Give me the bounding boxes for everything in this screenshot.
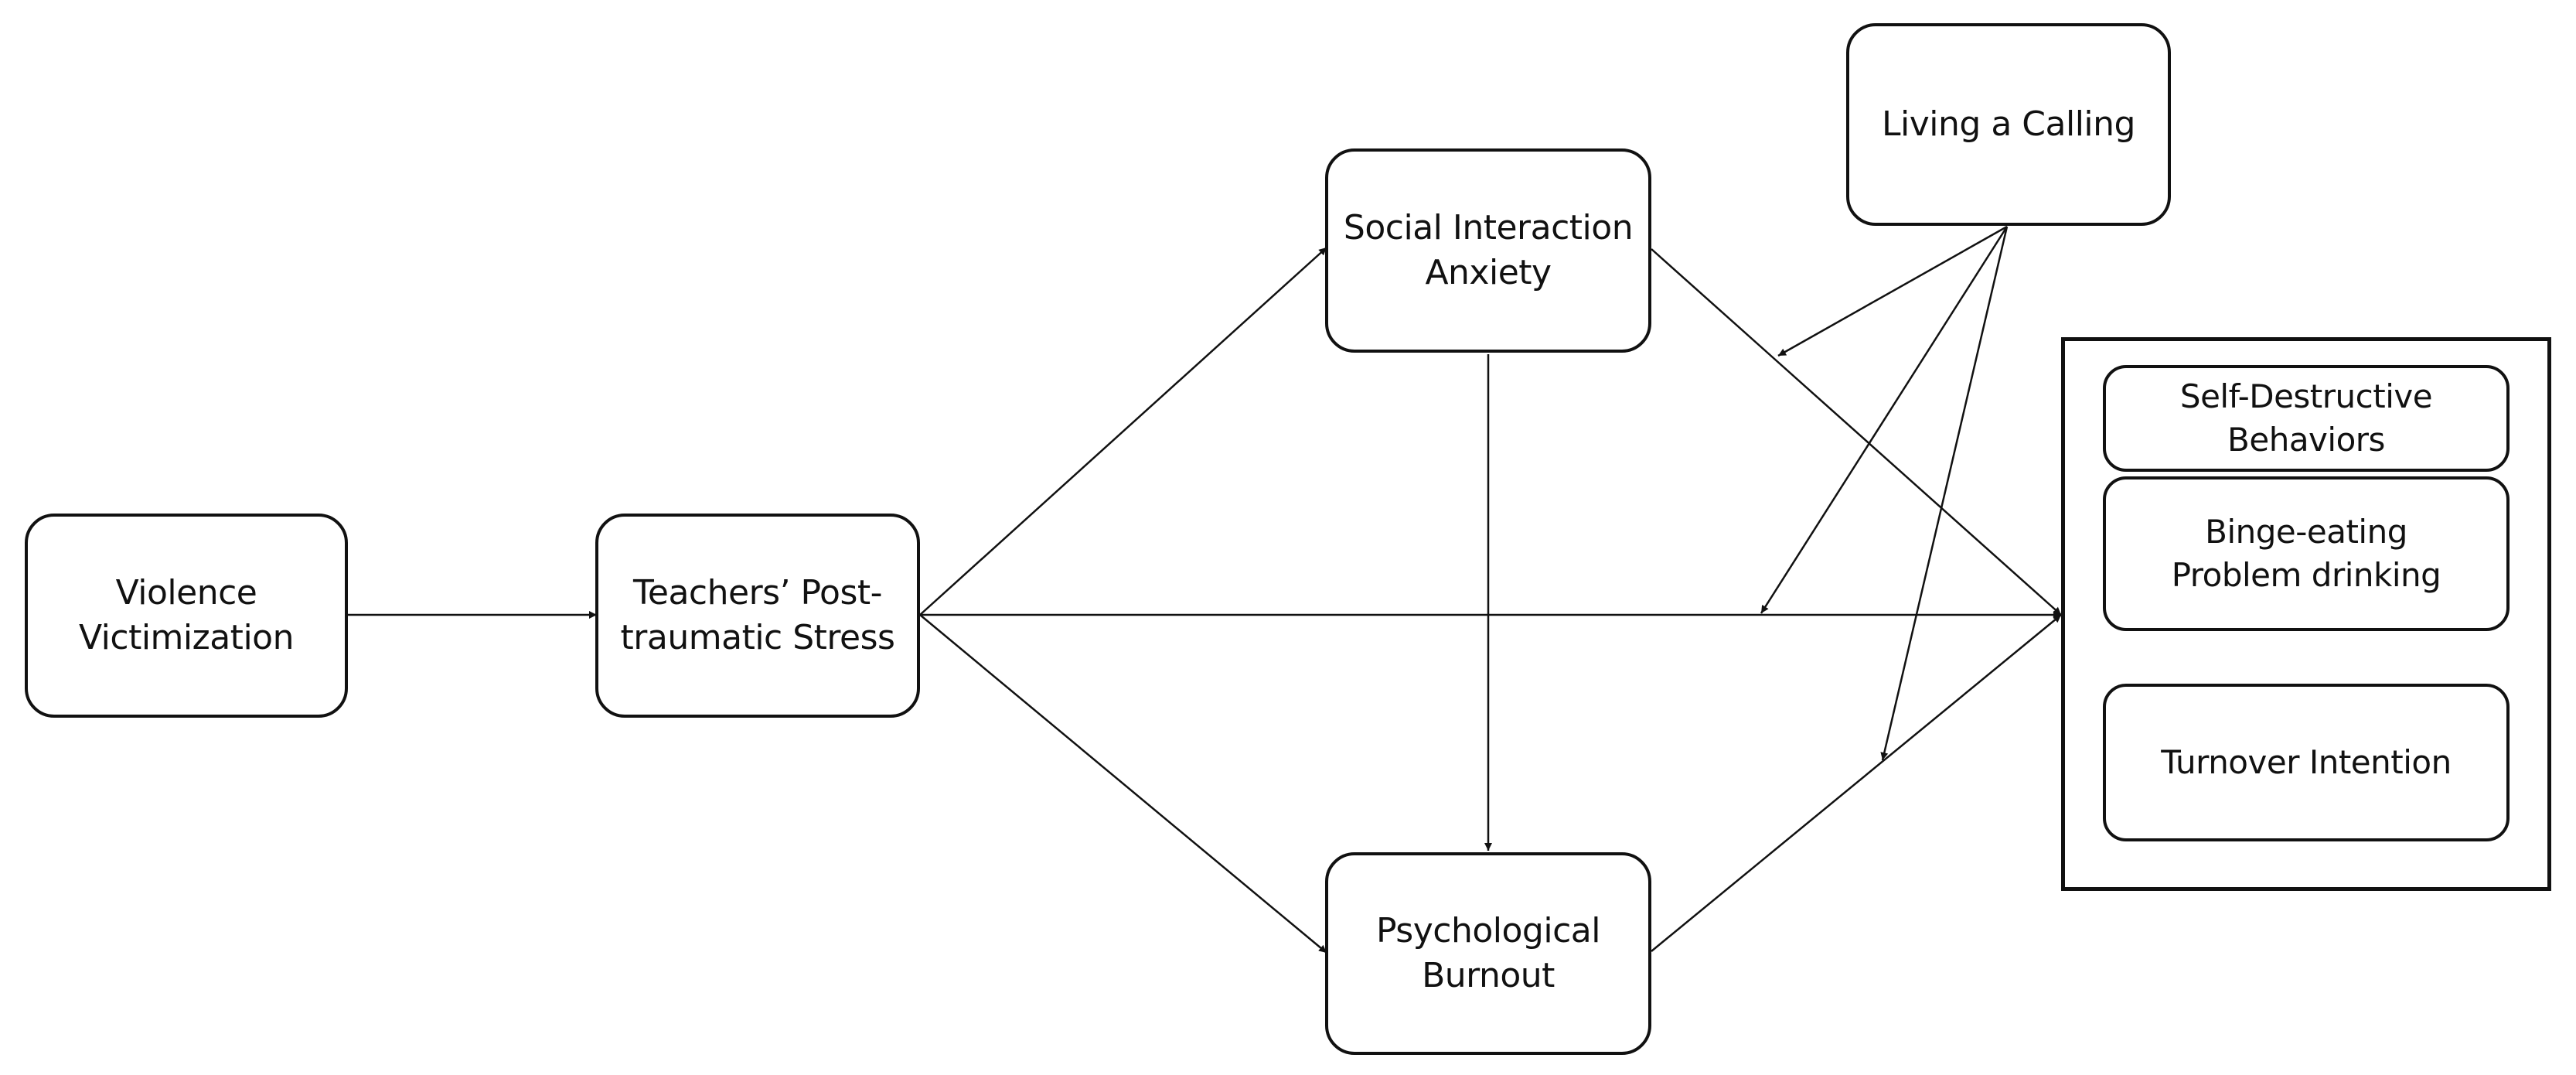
node-binge-problem-drinking: Binge-eating Problem drinking xyxy=(2103,476,2510,631)
node-violence-victimization-line1: Violence xyxy=(115,573,257,613)
node-self-destructive-line1: Self-Destructive xyxy=(2179,377,2433,415)
arrow-burnout-to-outcomes xyxy=(1651,614,2062,952)
node-living-a-calling: Living a Calling xyxy=(1846,23,2171,226)
arrow-calling-to-pts-path xyxy=(1760,226,2009,614)
node-violence-victimization: Violence Victimization xyxy=(25,514,348,718)
outcomes-group xyxy=(2061,337,2551,891)
arrow-calling-to-anxiety-path xyxy=(1777,225,2008,357)
arrow-pts-to-burnout xyxy=(919,614,1327,954)
node-self-destructive-line2: Behaviors xyxy=(2227,421,2385,459)
node-psychological-burnout-line1: Psychological xyxy=(1376,911,1600,950)
arrow-anxiety-to-outcomes xyxy=(1651,248,2062,616)
node-social-interaction-anxiety: Social Interaction Anxiety xyxy=(1325,148,1651,353)
node-social-interaction-anxiety-line2: Anxiety xyxy=(1425,253,1552,292)
node-psychological-burnout-line2: Burnout xyxy=(1422,956,1555,995)
node-self-destructive-behaviors: Self-Destructive Behaviors xyxy=(2103,365,2510,472)
node-violence-victimization-line2: Victimization xyxy=(79,618,294,657)
node-turnover-intention-line1: Turnover Intention xyxy=(2161,743,2452,781)
node-problem-drinking-line2: Problem drinking xyxy=(2171,556,2441,594)
node-teachers-pts: Teachers’ Post- traumatic Stress xyxy=(595,514,920,718)
node-turnover-intention: Turnover Intention xyxy=(2103,684,2510,841)
arrow-calling-to-burnout-path xyxy=(1880,226,2009,761)
node-binge-eating-line1: Binge-eating xyxy=(2205,513,2407,551)
arrow-pts-to-anxiety xyxy=(919,247,1327,616)
node-teachers-pts-line2: traumatic Stress xyxy=(620,618,895,657)
node-social-interaction-anxiety-line1: Social Interaction xyxy=(1343,208,1634,247)
node-teachers-pts-line1: Teachers’ Post- xyxy=(632,573,883,613)
node-psychological-burnout: Psychological Burnout xyxy=(1325,852,1651,1055)
node-living-a-calling-line1: Living a Calling xyxy=(1882,104,2135,144)
